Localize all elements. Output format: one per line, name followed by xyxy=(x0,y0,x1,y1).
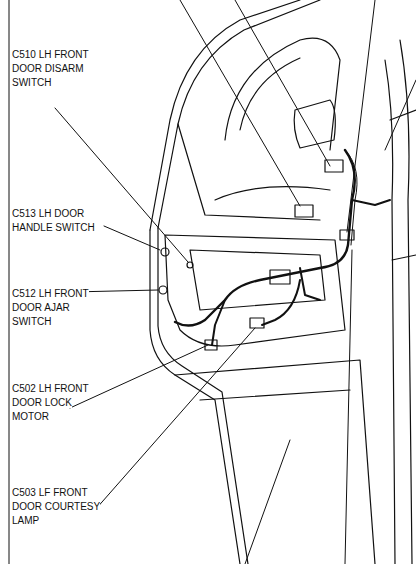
callout-label: C513 LH DOOR HANDLE SWITCH xyxy=(12,207,108,235)
harness-branch xyxy=(262,280,300,325)
harness-branch xyxy=(212,300,225,345)
leader-lines xyxy=(55,0,416,564)
window-sill xyxy=(178,124,320,220)
leader-line xyxy=(235,0,330,166)
body-line xyxy=(390,110,416,120)
leader-line xyxy=(385,80,416,150)
connector xyxy=(295,205,313,217)
leader-line xyxy=(70,345,208,408)
frame-edge xyxy=(9,0,10,564)
door-shell-inner xyxy=(158,228,248,564)
lower-door xyxy=(175,360,375,564)
seat-back xyxy=(225,38,340,150)
callout-text: C510 LH FRONT DOOR DISARM SWITCH xyxy=(12,49,89,88)
body-pillar-edge xyxy=(400,40,412,564)
callout-text: C502 LH FRONT DOOR LOCK MOTOR xyxy=(12,383,89,422)
leader-line xyxy=(345,250,352,564)
body-line xyxy=(392,255,416,260)
leader-line xyxy=(180,0,300,206)
leader-line xyxy=(347,0,375,232)
leader-line xyxy=(55,108,188,262)
leader-line xyxy=(104,226,160,250)
ajar-switch xyxy=(159,286,167,294)
inner-panel xyxy=(165,235,345,346)
leader-line xyxy=(245,440,290,564)
callout-text: C503 LF FRONT DOOR COURTESY LAMP xyxy=(12,487,100,526)
connector xyxy=(250,318,264,328)
body-pillar xyxy=(385,60,395,564)
callout-label: C503 LF FRONT DOOR COURTESY LAMP xyxy=(12,486,108,528)
callout-text: C513 LH DOOR HANDLE SWITCH xyxy=(12,208,95,233)
harness-branch xyxy=(352,200,390,205)
handle-switch xyxy=(161,248,169,256)
window-frame-inner xyxy=(158,0,320,228)
wiring-harness xyxy=(175,150,355,326)
mirror xyxy=(294,100,335,148)
leader-line xyxy=(95,328,255,510)
callout-label: C512 LH FRONT DOOR AJAR SWITCH xyxy=(12,287,108,329)
disarm-switch xyxy=(187,262,193,268)
callout-label: C510 LH FRONT DOOR DISARM SWITCH xyxy=(12,48,108,90)
seat-cushion xyxy=(215,187,330,200)
harness-branch xyxy=(300,268,320,300)
callout-text: C512 LH FRONT DOOR AJAR SWITCH xyxy=(12,288,89,327)
door-trim xyxy=(200,390,350,400)
callout-label: C502 LH FRONT DOOR LOCK MOTOR xyxy=(12,382,108,424)
